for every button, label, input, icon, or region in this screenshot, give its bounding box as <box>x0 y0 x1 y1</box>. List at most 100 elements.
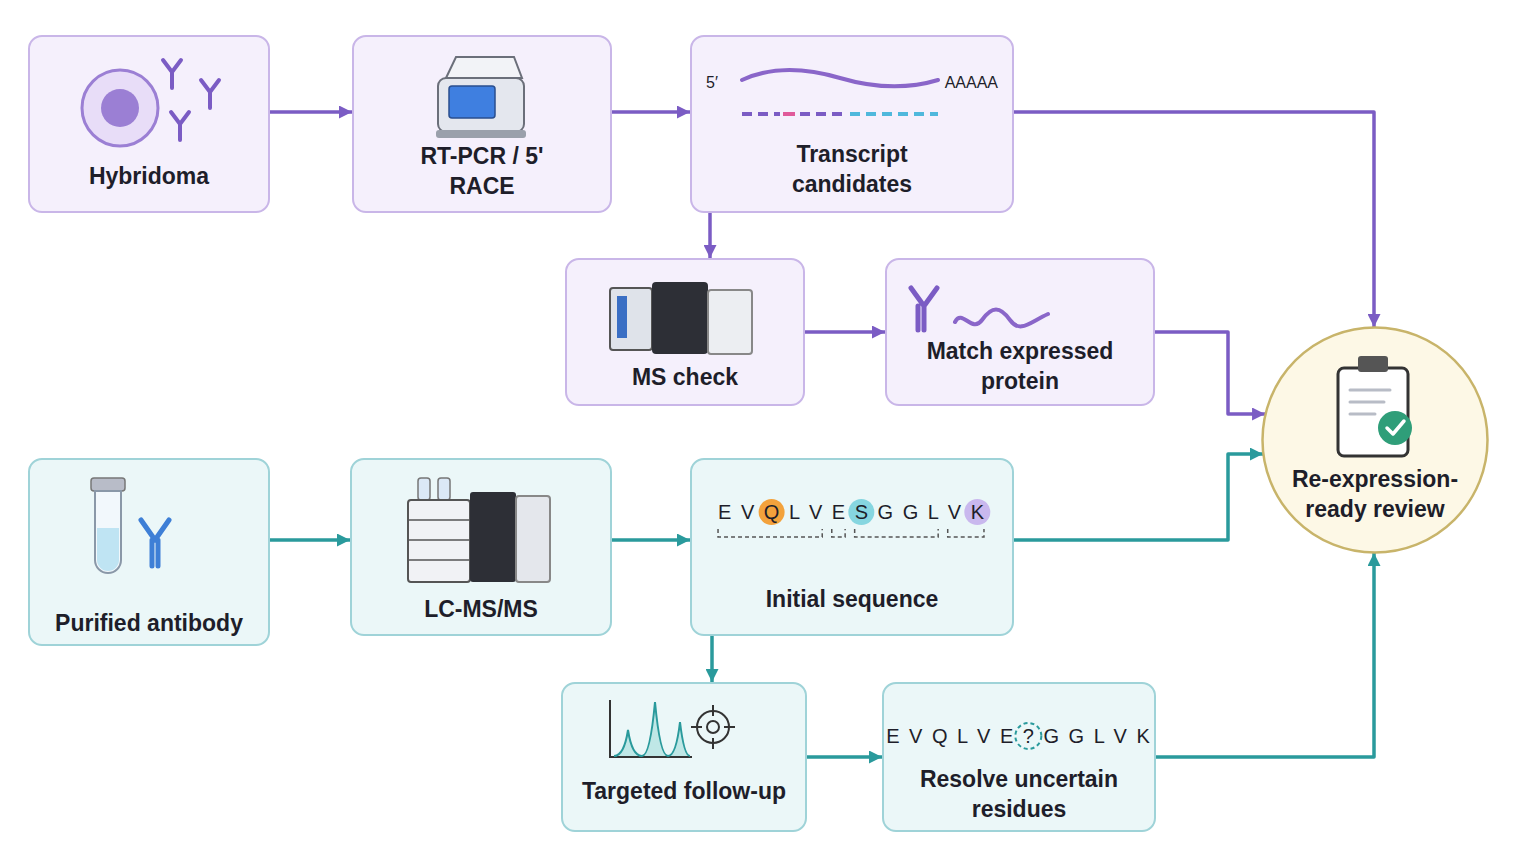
tube-liquid <box>97 528 119 571</box>
solvent-bottle <box>418 478 430 500</box>
ms-instrument <box>610 288 652 350</box>
target-icon <box>691 705 735 749</box>
mrna-wave <box>955 310 1048 327</box>
sequence-text: E V Q L V E S G G L V K <box>718 500 986 526</box>
process-box: Targeted follow-up <box>561 682 807 832</box>
ms-instrument <box>708 290 752 354</box>
node-label: Re-expression-ready review <box>1275 465 1475 524</box>
text-row: Re-expression-ready review <box>1275 465 1475 524</box>
node-label: LC-MS/MS <box>424 595 538 624</box>
fragment-bracket <box>855 529 939 537</box>
node-label: Hybridoma <box>89 162 209 191</box>
flow-arrow <box>710 636 714 682</box>
thermocycler-base <box>436 130 526 138</box>
antibody-icon <box>171 112 189 140</box>
flow-arrow <box>1155 332 1265 414</box>
read-segments <box>850 112 938 116</box>
process-box: Match expressed protein <box>885 258 1155 406</box>
text-row: MS check <box>632 363 738 392</box>
ms-instrument <box>516 496 550 582</box>
process-box: MS check <box>565 258 805 406</box>
node-label: Purified antibody <box>55 609 243 638</box>
read-segments <box>742 112 780 116</box>
antibody-icon <box>911 288 937 330</box>
flow-arrow <box>270 538 350 542</box>
thermocycler-screen <box>449 86 495 118</box>
process-box: LC-MS/MS <box>350 458 612 636</box>
lc-stack <box>408 500 470 582</box>
residue-highlight <box>964 499 990 525</box>
process-box: Hybridoma <box>28 35 270 213</box>
node-label: Match expressed protein <box>904 337 1136 396</box>
text-row: E V Q L V E S G G L V K <box>718 500 986 526</box>
ms-instrument <box>617 296 627 338</box>
tube-cap <box>91 478 125 491</box>
ms-instrument <box>652 282 708 354</box>
target-icon <box>707 721 719 733</box>
node-label: Resolve uncertain residues <box>894 765 1144 824</box>
chromatogram-axes <box>610 700 692 757</box>
flow-arrow <box>805 330 885 334</box>
text-row: Hybridoma <box>89 162 209 191</box>
node-label: MS check <box>632 363 738 392</box>
mrna-wave <box>742 70 938 87</box>
ms-instrument <box>470 492 516 582</box>
cell-icon <box>82 70 158 146</box>
clipboard-icon <box>1338 368 1408 456</box>
process-box: E V Q L V E ? G G L V K Resolve uncertain… <box>882 682 1156 832</box>
flow-arrow <box>612 110 690 114</box>
sequence-text: AAAAA <box>945 73 998 93</box>
text-row: E V Q L V E ? G G L V K <box>886 724 1152 750</box>
solvent-bottle <box>438 478 450 500</box>
read-segments <box>800 112 845 116</box>
target-icon <box>697 711 729 743</box>
flow-arrow <box>612 538 690 542</box>
node-label: Transcript candidates <box>757 140 947 199</box>
fragment-bracket <box>948 529 984 537</box>
text-row: 5′ AAAAA <box>706 73 998 93</box>
antibody-icon <box>141 520 169 566</box>
tube-body <box>95 491 121 573</box>
flow-arrow <box>1014 454 1263 540</box>
text-row: Initial sequence <box>766 585 939 614</box>
text-row: Resolve uncertain residues <box>894 765 1144 824</box>
residue-highlight <box>848 499 874 525</box>
lc-stack-lines <box>408 520 470 560</box>
process-box: 5′ AAAAA Transcript candidates <box>690 35 1014 213</box>
sequence-text: E V Q L V E ? G G L V K <box>886 724 1152 750</box>
text-row: LC-MS/MS <box>424 595 538 624</box>
flow-arrow <box>708 213 712 258</box>
read-segments <box>783 112 795 116</box>
text-row: RT-PCR / 5' RACE <box>407 142 557 201</box>
nucleus-icon <box>101 89 139 127</box>
flow-arrow <box>807 755 882 759</box>
node-label: Initial sequence <box>766 585 939 614</box>
residue-highlight <box>759 499 785 525</box>
sequence-text: 5′ <box>706 73 718 93</box>
text-row: Match expressed protein <box>904 337 1136 396</box>
fragment-bracket <box>832 529 845 537</box>
process-box: RT-PCR / 5' RACE <box>352 35 612 213</box>
text-row: Purified antibody <box>55 609 243 638</box>
thermocycler-body <box>438 78 524 132</box>
review-circle: Re-expression-ready review <box>1261 326 1489 554</box>
check-mark <box>1387 421 1404 434</box>
flow-arrow <box>270 110 352 114</box>
circle-shape <box>1263 328 1488 553</box>
thermocycler-lid <box>446 57 522 78</box>
fragment-bracket <box>718 529 822 537</box>
check-badge <box>1378 411 1412 445</box>
clipboard-clip <box>1358 356 1388 372</box>
text-row: Transcript candidates <box>757 140 947 199</box>
clipboard-lines <box>1350 390 1390 414</box>
process-box: E V Q L V E S G G L V K Initial sequence <box>690 458 1014 636</box>
chromatogram-peaks <box>614 702 690 756</box>
node-label: RT-PCR / 5' RACE <box>407 142 557 201</box>
residue-highlight <box>1015 723 1041 749</box>
text-row: Targeted follow-up <box>582 777 786 806</box>
flow-arrow <box>1156 553 1374 757</box>
antibody-icon <box>201 80 219 108</box>
process-box: Purified antibody <box>28 458 270 646</box>
